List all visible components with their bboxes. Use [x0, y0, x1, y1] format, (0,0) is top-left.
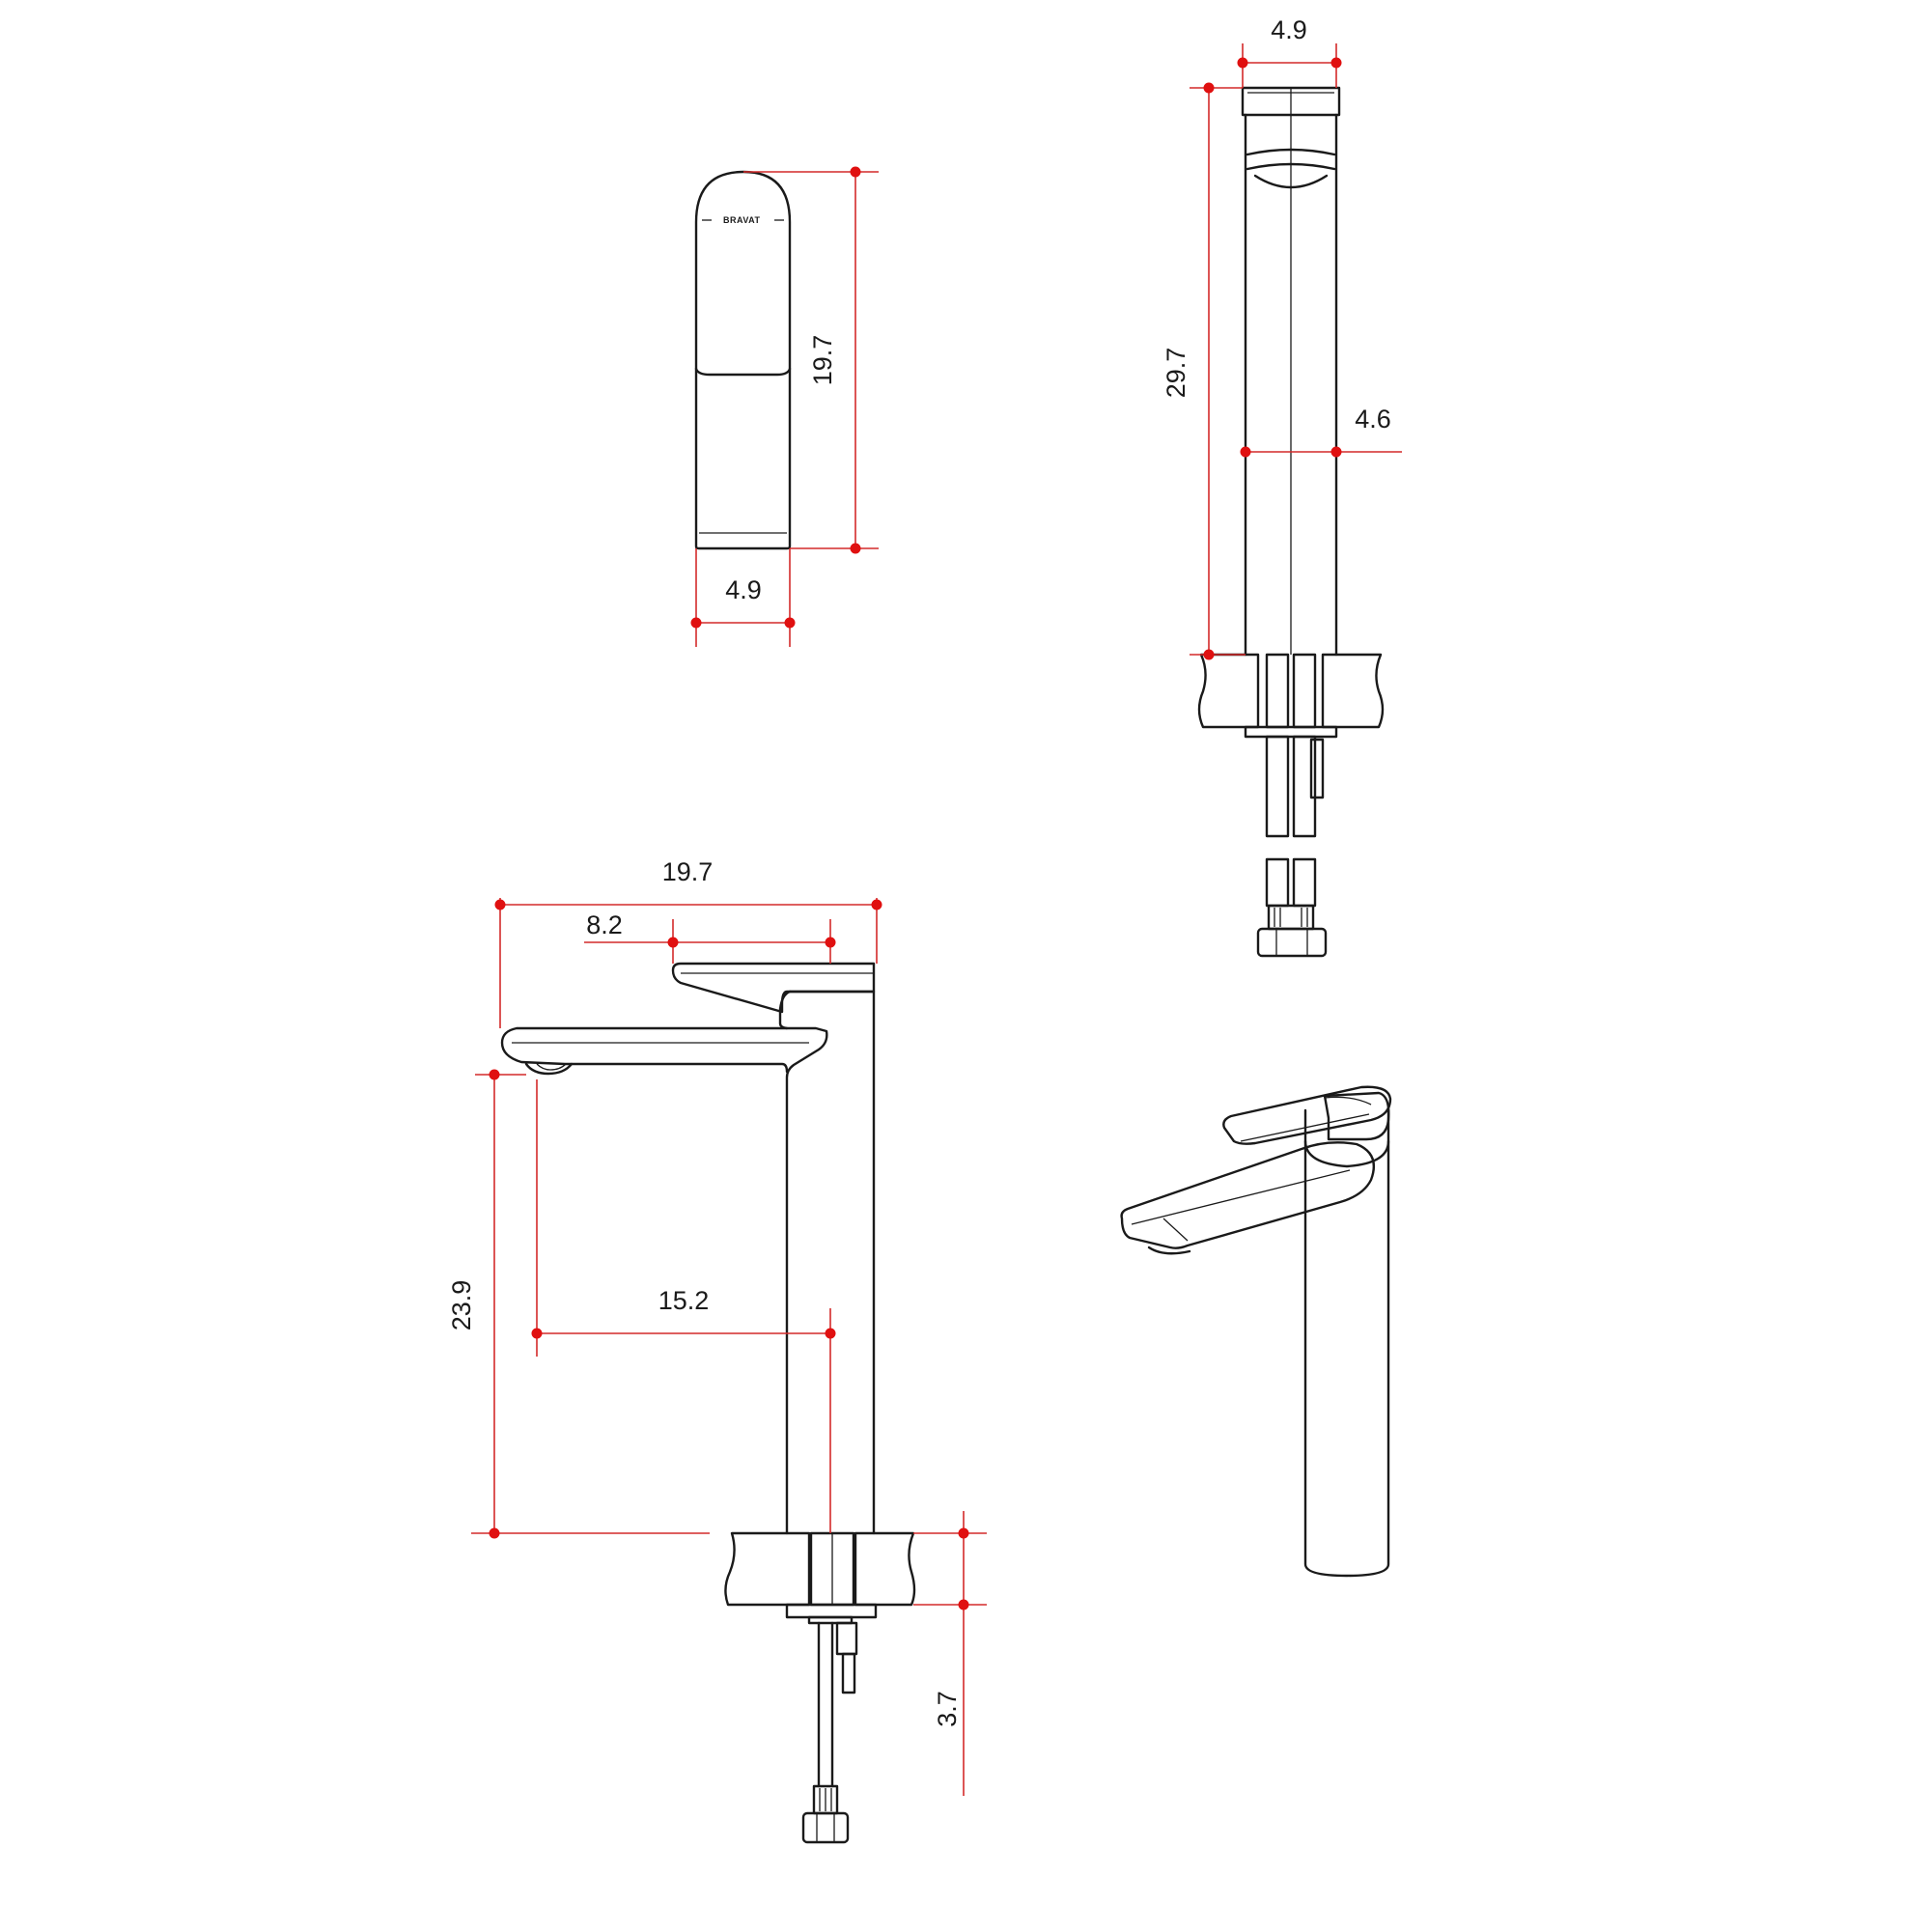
- perspective-view: [1120, 1085, 1392, 1578]
- deck-thickness-dimension: 3.7: [913, 1511, 987, 1796]
- front-width-dimension: 4.9: [690, 548, 796, 647]
- side-view: 4.9 29.7 4.6: [1162, 15, 1402, 958]
- brand-logo-text: BRAVAT: [723, 215, 761, 225]
- spout-height-label: 23.9: [447, 1280, 476, 1331]
- elevation-view: 19.7 8.2 23.9 15.2: [447, 857, 987, 1844]
- side-view-body: [1241, 86, 1341, 657]
- spout-reach-label: 15.2: [658, 1286, 710, 1315]
- handle-length-label: 8.2: [586, 910, 623, 939]
- elevation-handle: [671, 962, 876, 1014]
- front-height-label: 19.7: [808, 335, 837, 386]
- overall-length-label: 19.7: [662, 857, 714, 886]
- elevation-countertop: [724, 1531, 916, 1607]
- side-body-width-label: 4.6: [1355, 405, 1391, 434]
- front-view: BRAVAT 19.7 4.9: [690, 166, 879, 647]
- elevation-spout: [500, 990, 876, 1535]
- handle-length-dimension: 8.2: [584, 910, 836, 964]
- spout-reach-dimension: 15.2: [531, 1079, 836, 1533]
- side-top-width-label: 4.9: [1271, 15, 1307, 44]
- side-height-label: 29.7: [1162, 348, 1190, 399]
- side-body-width-dimension: 4.6: [1240, 405, 1402, 458]
- side-view-fixing: [1244, 725, 1338, 958]
- side-view-countertop: [1197, 653, 1385, 729]
- deck-thickness-label: 3.7: [933, 1691, 962, 1727]
- front-width-label: 4.9: [725, 575, 762, 604]
- side-top-width-dimension: 4.9: [1237, 15, 1342, 88]
- side-height-dimension: 29.7: [1162, 82, 1246, 660]
- front-height-dimension: 19.7: [743, 166, 879, 554]
- spout-height-dimension: 23.9: [447, 1069, 710, 1539]
- elevation-fixing: [785, 1603, 878, 1844]
- front-view-outline: BRAVAT: [694, 170, 792, 550]
- overall-length-dimension: 19.7: [494, 857, 882, 1028]
